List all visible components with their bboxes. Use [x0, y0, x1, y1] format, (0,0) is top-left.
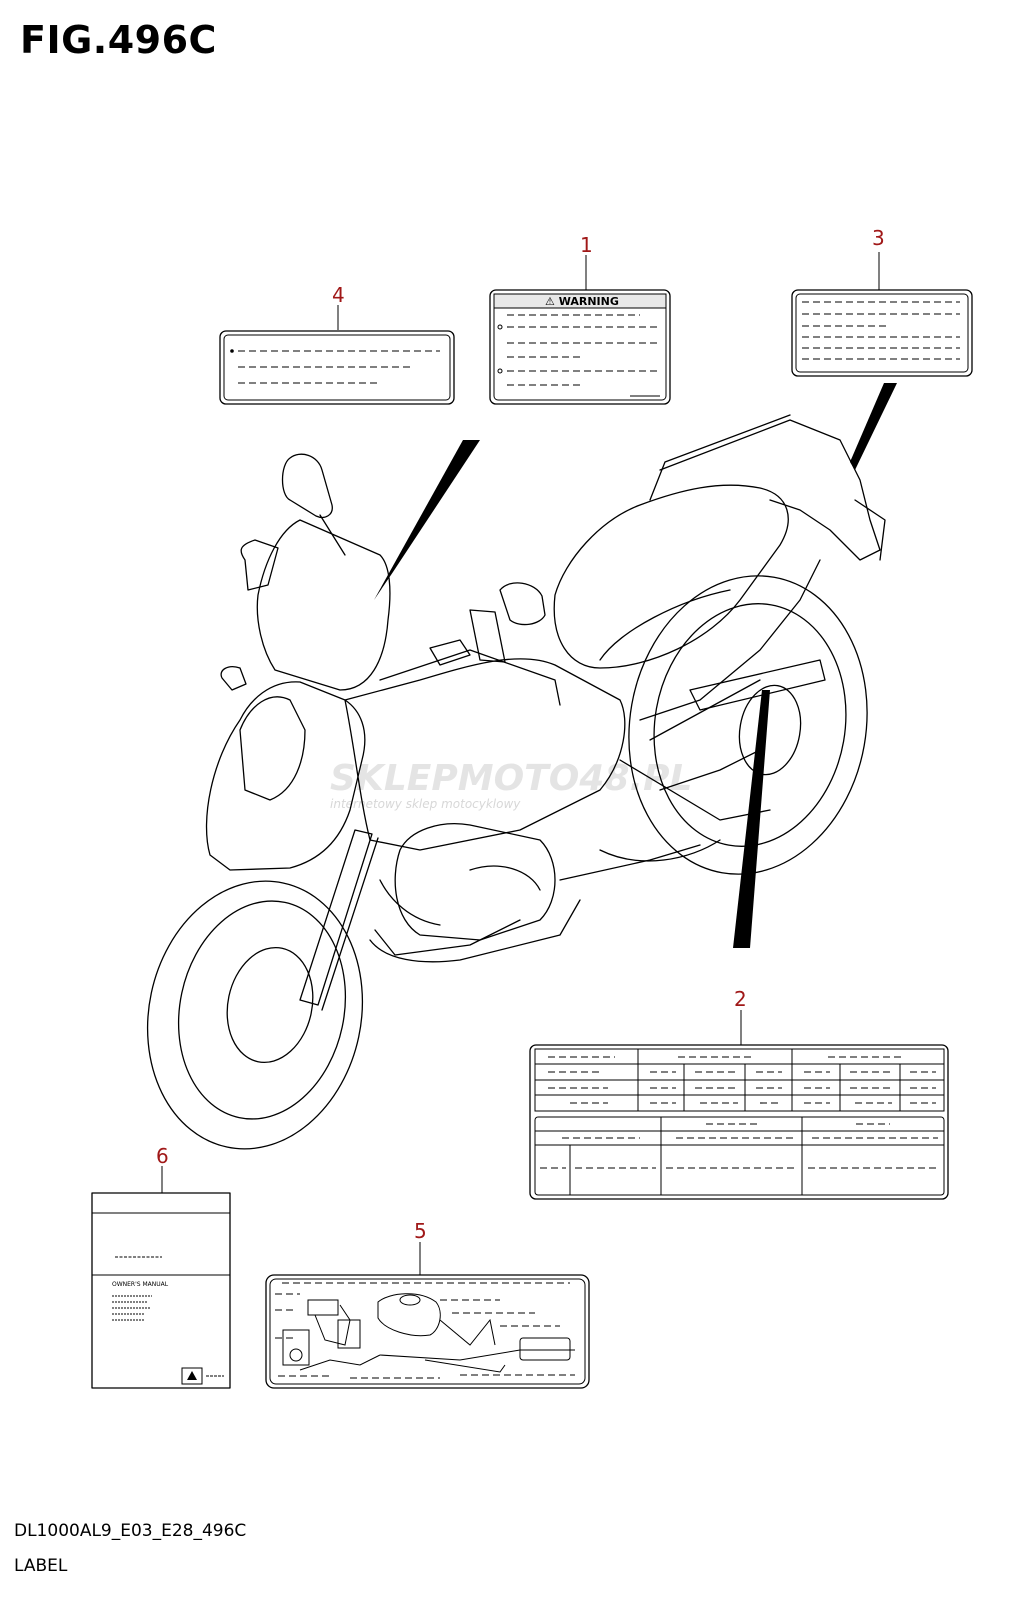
- callout-1: 1: [580, 233, 593, 257]
- label-1-drawing: ⚠ WARNING: [489, 255, 671, 405]
- callout-3: 3: [872, 226, 885, 250]
- manual-title-text: OWNER'S MANUAL: [112, 1281, 169, 1288]
- figure-name: LABEL: [14, 1556, 68, 1576]
- callout-4: 4: [332, 283, 345, 307]
- callout-6: 6: [156, 1144, 169, 1168]
- label-2-drawing: [529, 1010, 949, 1200]
- motorcycle-illustration: [146, 414, 886, 1150]
- watermark: SKLEPMOTO48.PL internetowy sklep motocyk…: [330, 758, 692, 811]
- label-5-drawing: [265, 1242, 590, 1389]
- callout-labels: 1 2 3 4 5 6: [156, 226, 885, 1243]
- figure-code: DL1000AL9_E03_E28_496C: [14, 1521, 247, 1541]
- watermark-brand: SKLEPMOTO48.PL: [330, 758, 692, 799]
- label-6-drawing: OWNER'S MANUAL: [91, 1166, 231, 1389]
- watermark-tagline: internetowy sklep motocyklowy: [330, 797, 521, 811]
- warning-label-text: ⚠ WARNING: [545, 295, 619, 308]
- figure-title: FIG.496C: [20, 18, 217, 62]
- callout-2: 2: [734, 987, 747, 1011]
- callout-5: 5: [414, 1219, 427, 1243]
- label-3-drawing: [791, 252, 973, 377]
- pointer-wedges: [374, 383, 897, 948]
- label-4-drawing: [219, 305, 455, 405]
